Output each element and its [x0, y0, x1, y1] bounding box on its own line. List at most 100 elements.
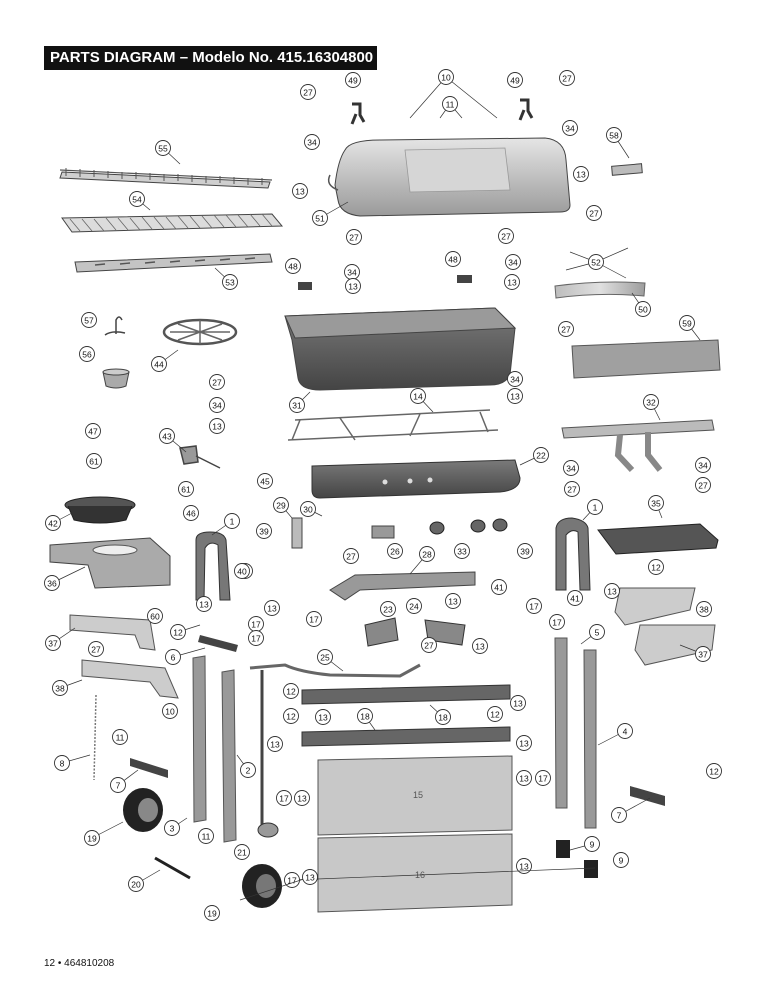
- callout-number: 34: [565, 124, 575, 134]
- callout-number: 10: [165, 707, 175, 717]
- callout-24: 24: [406, 598, 422, 614]
- callout-27: 27: [586, 205, 602, 221]
- front-panel-upper-part: [317, 755, 513, 836]
- callout-number: 28: [422, 550, 432, 560]
- callout-12: 12: [648, 559, 664, 575]
- callout-number: 11: [116, 733, 125, 743]
- callout-number: 24: [409, 602, 419, 612]
- callout-12: 12: [283, 683, 299, 699]
- rotisserie-ring-part: [162, 318, 238, 346]
- callout-11: 11: [112, 729, 128, 745]
- carryover-tube-part: [364, 617, 399, 647]
- callout-circle: [611, 807, 627, 823]
- callout-number: 38: [699, 605, 709, 615]
- callout-circle: [588, 254, 604, 270]
- callout-circle: [84, 830, 100, 846]
- callout-number: 51: [315, 214, 325, 224]
- callout-number: 50: [638, 305, 648, 315]
- callout-number: 56: [82, 350, 92, 360]
- callout-35: 35: [648, 495, 664, 519]
- callout-circle: [162, 703, 178, 719]
- callout-number: 13: [199, 600, 209, 610]
- callout-number: 13: [270, 740, 280, 750]
- callout-circle: [248, 630, 264, 646]
- callout-circle: [535, 770, 551, 786]
- callout-circle: [112, 729, 128, 745]
- callout-circle: [679, 315, 695, 331]
- callout-number: 13: [212, 422, 222, 432]
- callout-number: 17: [251, 634, 261, 644]
- cooking-grate-part: [61, 213, 284, 233]
- callout-number: 5: [595, 628, 600, 638]
- callout-circle: [300, 501, 316, 517]
- callout-50: 50: [631, 292, 651, 317]
- callout-circle: [487, 706, 503, 722]
- callout-number: 27: [91, 645, 101, 655]
- callout-circle: [563, 460, 579, 476]
- callout-11: 11: [439, 96, 463, 119]
- callout-number: 3: [170, 824, 175, 834]
- callout-31: 31: [289, 391, 311, 413]
- callout-number: 1: [593, 503, 598, 513]
- leg-front-right-part: [554, 637, 568, 809]
- callout-number: 12: [709, 767, 719, 777]
- callout-circle: [222, 274, 238, 290]
- shelf-bracket-left-upper-part: [69, 614, 156, 651]
- callout-circle: [44, 575, 60, 591]
- control-knobs-part: [429, 518, 508, 535]
- page-footer: 12 • 464810208: [44, 958, 115, 969]
- leader-line: [291, 867, 596, 881]
- callout-34: 34: [209, 397, 225, 413]
- callout-number: 59: [682, 319, 692, 329]
- callout-number: 43: [162, 432, 172, 442]
- callout-number: 12: [651, 563, 661, 573]
- callout-number: 17: [538, 774, 548, 784]
- callout-circle: [209, 418, 225, 434]
- callout-number: 34: [347, 268, 357, 278]
- leveling-foot-lower-part: [584, 860, 598, 878]
- leg-rear-left-part: [221, 669, 237, 843]
- callout-number: 4: [623, 727, 628, 737]
- callout-number: 13: [576, 170, 586, 180]
- callout-circle: [209, 397, 225, 413]
- callout-number: 17: [279, 794, 289, 804]
- callout-18: 18: [357, 708, 376, 731]
- wheel-left-part: [123, 788, 163, 832]
- callout-circle: [421, 637, 437, 653]
- callout-22: 22: [519, 447, 549, 466]
- callout-number: 17: [552, 618, 562, 628]
- callout-circle: [86, 453, 102, 469]
- callout-circle: [209, 374, 225, 390]
- callout-number: 23: [383, 605, 393, 615]
- callout-number: 21: [237, 848, 247, 858]
- callout-circle: [159, 428, 175, 444]
- callout-circle: [696, 601, 712, 617]
- callout-27: 27: [558, 321, 574, 337]
- callout-37: 37: [45, 627, 76, 651]
- callout-2: 2: [236, 754, 256, 778]
- callout-20: 20: [128, 869, 161, 892]
- hinge-bracket-left-part: [298, 282, 312, 290]
- callout-49: 49: [345, 72, 361, 88]
- callout-circle: [507, 388, 523, 404]
- callout-12: 12: [487, 706, 503, 722]
- callout-number: 37: [48, 639, 58, 649]
- callout-circle: [315, 709, 331, 725]
- callout-circle: [558, 321, 574, 337]
- callout-number: 12: [286, 712, 296, 722]
- callout-27: 27: [695, 477, 711, 493]
- leg-front-left-part: [192, 655, 207, 823]
- callout-number: 40: [237, 567, 247, 577]
- callout-number: 38: [55, 684, 65, 694]
- callout-39: 39: [517, 543, 533, 559]
- side-shelf-right-part: [597, 523, 719, 555]
- callout-circle: [617, 723, 633, 739]
- callout-circle: [317, 649, 333, 665]
- callout-1: 1: [211, 513, 240, 536]
- callout-number: 49: [348, 76, 358, 86]
- callout-circle: [165, 649, 181, 665]
- callout-14: 14: [410, 388, 434, 413]
- callout-circle: [147, 608, 163, 624]
- leg-bracket-left-part: [198, 635, 238, 652]
